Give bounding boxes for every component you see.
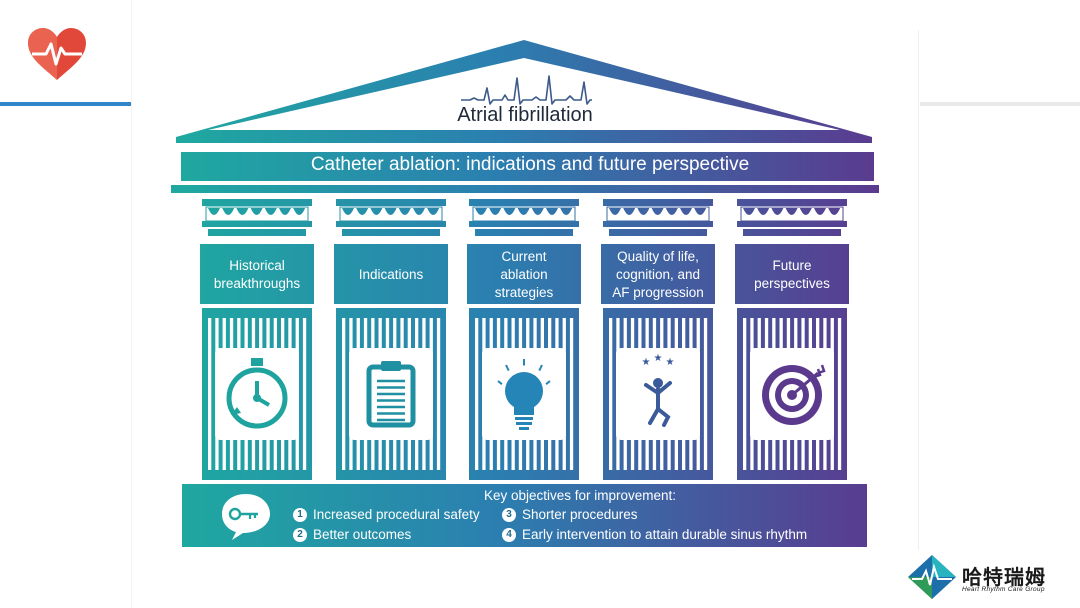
objective-text: Early intervention to attain durable sin… — [522, 527, 808, 542]
svg-text:★: ★ — [666, 357, 675, 368]
pillar-label-future-perspectives: Future perspectives — [754, 257, 830, 291]
brand-logo-icon — [908, 555, 956, 599]
objective-number: 3 — [502, 507, 516, 522]
frame-line-right — [918, 30, 919, 550]
pillar — [735, 199, 849, 480]
roof — [176, 40, 872, 143]
objective-number: 2 — [293, 527, 307, 542]
svg-text:★: ★ — [654, 353, 663, 364]
pillar: ★★★ — [601, 199, 715, 480]
brand-name-cn: 哈特瑞姆 — [962, 565, 1046, 589]
pillar-label-indications: Indications — [358, 266, 424, 282]
roof-title: Atrial fibrillation — [457, 104, 593, 126]
heart-logo-icon — [28, 28, 86, 80]
header-divider-line — [920, 102, 1080, 106]
objective-text: Increased procedural safety — [313, 507, 480, 522]
brand-name-en: Heart Rhythm Care Group — [962, 586, 1045, 593]
objectives-title: Key objectives for improvement: — [483, 488, 677, 503]
pillar-label-current-strategies: Current ablation strategies — [494, 248, 554, 300]
pillar — [334, 199, 448, 480]
objective-text: Shorter procedures — [522, 507, 638, 522]
pillar — [200, 199, 314, 480]
pillar-label-historical: Historical breakthroughs — [213, 257, 301, 291]
objective-number: 4 — [502, 527, 516, 542]
person-stars-icon: ★★★ — [642, 353, 675, 427]
objective-item-1: 1 Increased procedural safety — [293, 507, 480, 522]
header-accent-line — [0, 102, 131, 106]
objective-text: Better outcomes — [313, 527, 412, 542]
pillar-label-quality-of-life: Quality of life, cognition, and AF progr… — [612, 248, 704, 300]
stopwatch-icon — [226, 358, 288, 429]
clipboard-icon — [366, 361, 416, 428]
svg-text:★: ★ — [642, 357, 651, 368]
objective-number: 1 — [293, 507, 307, 522]
frame-line-left — [131, 0, 132, 608]
key-icon — [222, 494, 270, 540]
pillar — [467, 199, 581, 480]
objective-item-3: 3 Shorter procedures — [502, 507, 638, 522]
objective-item-2: 2 Better outcomes — [293, 527, 411, 542]
ecg-waveform — [461, 75, 592, 105]
lightbulb-icon — [497, 359, 551, 430]
target-icon — [762, 364, 826, 425]
banner-title: Catheter ablation: indications and futur… — [310, 154, 750, 175]
objective-item-4: 4 Early intervention to attain durable s… — [502, 527, 807, 542]
